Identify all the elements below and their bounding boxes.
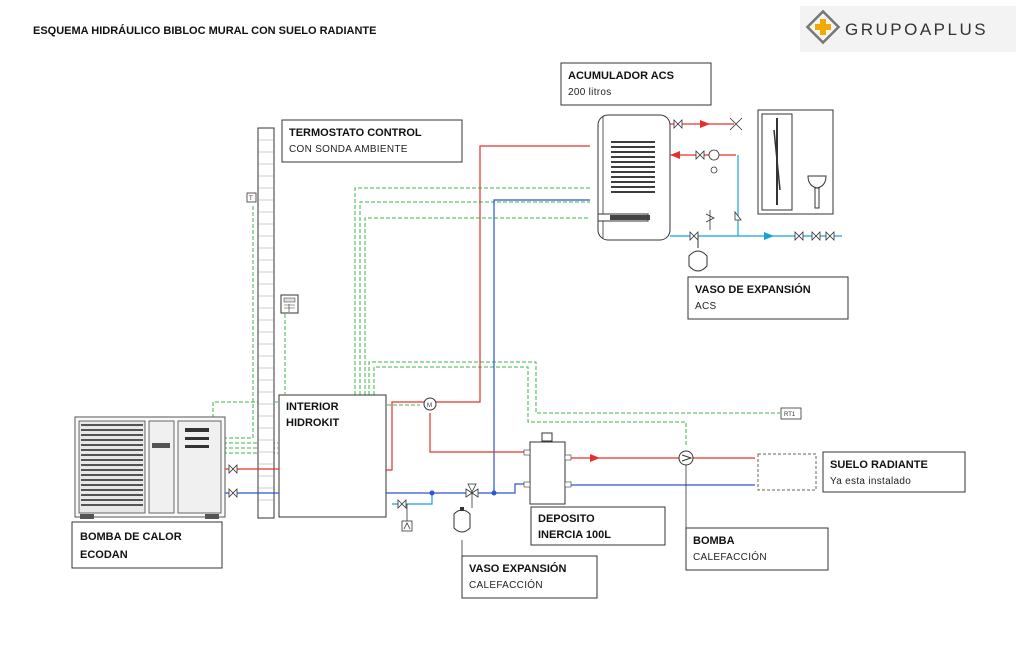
- label-deposito: DEPOSITO INERCIA 100L: [530, 506, 666, 546]
- heating-circuit-pipes: [386, 413, 755, 556]
- flow-arrow-icon: [590, 454, 600, 462]
- svg-text:ECODAN: ECODAN: [80, 549, 128, 561]
- outdoor-heat-pump-icon: [74, 416, 226, 519]
- svg-text:Ya esta instalado: Ya esta instalado: [830, 476, 911, 487]
- brand-name: GRUPOAPLUS: [845, 20, 988, 39]
- acs-valves-icon: [673, 117, 835, 241]
- svg-text:DEPOSITO: DEPOSITO: [538, 513, 595, 525]
- label-acumulador: ACUMULADOR ACS 200 litros: [560, 62, 712, 106]
- sensor-tag: T: [249, 196, 253, 202]
- acs-tank-icon: [597, 114, 671, 241]
- svg-text:ACS: ACS: [695, 301, 716, 312]
- page-title: ESQUEMA HIDRÁULICO BIBLOC MURAL CON SUEL…: [33, 24, 376, 37]
- svg-text:CON SONDA AMBIENTE: CON SONDA AMBIENTE: [289, 144, 408, 155]
- bathroom-shower-sink-icon: [757, 109, 834, 215]
- interior-label-line2: HIDROKIT: [286, 417, 339, 429]
- svg-text:CALEFACCIÓN: CALEFACCIÓN: [693, 550, 767, 563]
- svg-text:M: M: [427, 403, 432, 409]
- svg-text:BOMBA: BOMBA: [693, 535, 735, 547]
- filling-valve-icon: [397, 499, 413, 532]
- svg-text:BOMBA DE CALOR: BOMBA DE CALOR: [80, 531, 182, 543]
- svg-text:INERCIA 100L: INERCIA 100L: [538, 529, 611, 541]
- svg-text:SUELO RADIANTE: SUELO RADIANTE: [830, 459, 928, 471]
- control-wiring: [212, 187, 780, 454]
- flow-arrow-icon: [700, 120, 710, 128]
- junction-dot: [491, 490, 497, 496]
- underfloor-heating-icon: [757, 453, 817, 491]
- svg-text:VASO DE EXPANSIÓN: VASO DE EXPANSIÓN: [695, 283, 811, 296]
- svg-text:200 litros: 200 litros: [568, 87, 612, 98]
- svg-text:TERMOSTATO CONTROL: TERMOSTATO CONTROL: [289, 127, 422, 139]
- junction-dot: [429, 490, 435, 496]
- circulation-pump-icon: [678, 450, 694, 466]
- temp-sensor-icon: T: [246, 192, 257, 203]
- plus-logo-icon: [805, 9, 841, 45]
- valve-icons: [228, 464, 238, 498]
- wall: [257, 127, 275, 519]
- expansion-vessel-heating-icon: [453, 507, 471, 533]
- flow-arrow-icon: [764, 232, 774, 240]
- label-termostato: TERMOSTATO CONTROL CON SONDA AMBIENTE: [281, 119, 463, 163]
- flow-arrow-icon: [670, 151, 680, 159]
- brand-logo: GRUPOAPLUS: [800, 6, 1016, 52]
- expansion-vessel-acs-icon: [688, 236, 708, 272]
- label-vaso-acs: VASO DE EXPANSIÓN ACS: [687, 276, 849, 320]
- interior-label-line1: INTERIOR: [286, 401, 339, 413]
- label-suelo-radiante: SUELO RADIANTE Ya esta instalado: [822, 451, 966, 493]
- svg-text:RT1: RT1: [784, 412, 796, 418]
- interior-hidrokit-box: [278, 394, 387, 518]
- acs-circuit-pipes: [386, 145, 590, 493]
- label-bomba-calefaccion: BOMBA CALEFACCIÓN: [685, 527, 829, 571]
- rt1-tag: RT1: [780, 407, 802, 420]
- label-vaso-calefaccion: VASO EXPANSIÓN CALEFACCIÓN: [461, 555, 598, 599]
- svg-text:CALEFACCIÓN: CALEFACCIÓN: [469, 578, 543, 591]
- svg-text:VASO EXPANSIÓN: VASO EXPANSIÓN: [469, 562, 566, 575]
- buffer-tank-icon: [523, 432, 572, 505]
- label-bomba-calor: BOMBA DE CALOR ECODAN: [71, 521, 223, 569]
- thermostat-icon: [280, 294, 299, 314]
- mixing-valve-icon: M: [423, 397, 437, 411]
- three-way-valve-icon: [465, 483, 479, 498]
- svg-text:ACUMULADOR ACS: ACUMULADOR ACS: [568, 70, 674, 82]
